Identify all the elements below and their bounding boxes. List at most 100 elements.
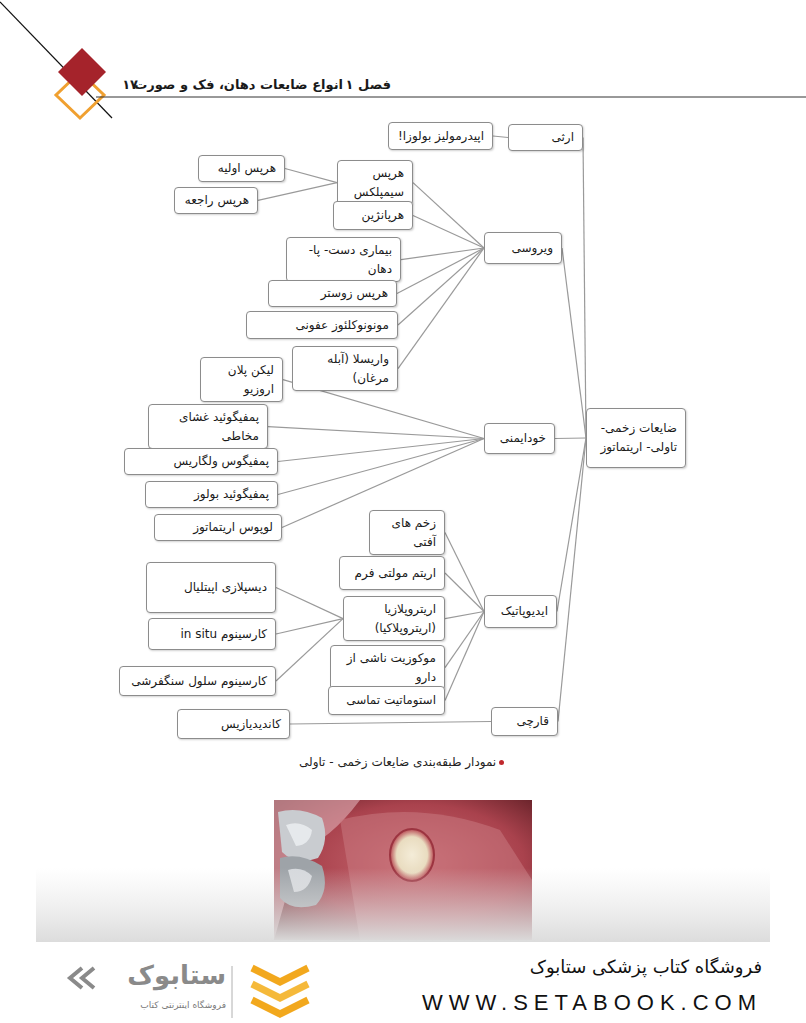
process-box: ویروسی [484, 232, 562, 264]
process-box: مونونوکلئوز عفونی [246, 311, 398, 339]
logo-chevron [82, 968, 94, 988]
node-text: قارچی [516, 712, 549, 731]
tree-connector [398, 248, 484, 325]
process-box: اریتم مولتی فرم [339, 556, 445, 590]
node-text: لیکن پلان اروزیو [209, 361, 274, 398]
tree-connector [290, 722, 491, 725]
process-box: خودایمنی [484, 423, 555, 454]
logo-chevron [252, 1000, 308, 1014]
tree-connector [493, 136, 508, 138]
oral-photo [36, 800, 770, 942]
process-box: اریتروپلازیا (اریتروپلاکیا) [343, 596, 445, 641]
node-text: پمفیگوئید غشای مخاطی [157, 408, 259, 445]
tree-connector [445, 533, 484, 612]
process-box: بیماری دست- پا- دهان [286, 237, 401, 282]
process-box: هرپس زوستر [268, 280, 397, 307]
process-box: پمفیگوئید بولوز [145, 481, 278, 508]
node-text: پمفیگوئید بولوز [194, 485, 269, 504]
tree-connector [445, 612, 484, 619]
figure-caption: نمودار طبقه‌بندی ضایعات زخمی - تاولی [299, 755, 504, 769]
node-text: موکوزیت ناشی از دارو [339, 649, 436, 686]
tree-connector [413, 216, 484, 249]
node-text: ویروسی [511, 239, 553, 258]
tree-connector [285, 169, 337, 183]
root-box: ضایعات زخمی- تاولی- اریتماتوز [586, 408, 686, 468]
process-box: هرپس اولیه [198, 155, 285, 182]
tree-connector [562, 248, 586, 438]
ornament-diamond [58, 48, 106, 96]
tree-connector [278, 439, 484, 462]
node-text: استوماتیت تماسی [346, 691, 436, 710]
process-box: دیسپلازی اپیتلیال [146, 562, 276, 613]
node-text: ایدیوپاتیک [501, 602, 548, 621]
tree-connector [445, 573, 484, 612]
node-text: کارسینوم سلول سنگفرشی [131, 672, 267, 691]
process-box: کاندیدیازیس [177, 709, 290, 739]
process-box: استوماتیت تماسی [328, 686, 445, 715]
node-text: ضایعات زخمی- تاولی- اریتماتوز [595, 419, 677, 456]
node-text: کارسینوم in situ [180, 625, 267, 644]
tree-connector [413, 183, 484, 248]
tree-connector [558, 438, 586, 722]
node-text: واریسلا (آبله مرغان) [301, 350, 389, 387]
process-box: قارچی [491, 707, 558, 736]
process-box: هرپانژین [333, 201, 413, 230]
process-box: اپیدرمولیز بولوزا! [388, 122, 493, 150]
tree-connector [445, 612, 484, 668]
chapter-number: فصل ۱ [346, 77, 391, 92]
tree-connector [268, 427, 484, 439]
tree-connector [258, 183, 337, 201]
logo-chevron [252, 968, 308, 982]
process-box: هرپس سیمپلکس [337, 160, 413, 205]
header-ornament [0, 2, 806, 118]
node-text: هرپس سیمپلکس [346, 164, 404, 201]
tooth-filling [286, 823, 312, 846]
process-box: کارسینوم in situ [148, 618, 276, 650]
shop-name: فروشگاه کتاب پزشکی ستابوک [530, 956, 762, 977]
tree-connector [398, 248, 484, 369]
process-box: واریسلا (آبله مرغان) [292, 346, 398, 391]
tree-connector [401, 248, 484, 260]
page-number: ۱۷ [122, 77, 138, 92]
logo-divider [232, 966, 233, 1018]
node-text: لوپوس اریتماتوز [193, 518, 273, 537]
process-box: ایدیوپاتیک [484, 595, 557, 628]
process-box: هرپس راجعه [174, 187, 258, 214]
process-box: پمفیگوس ولگاریس [124, 448, 278, 475]
tree-connector [276, 619, 343, 634]
process-box: زخم های آفتی [369, 510, 445, 555]
node-text: مونونوکلئوز عفونی [295, 316, 389, 335]
tree-connector [445, 612, 484, 701]
logo-text: ستابوک [127, 960, 226, 990]
logo-subtitle: فروشگاه اینترنتی کتاب [140, 1000, 226, 1010]
node-text: هرپس اولیه [218, 159, 276, 178]
node-text: هرپانژین [362, 206, 404, 225]
tree-connector [555, 437, 586, 439]
tree-connector [276, 588, 343, 619]
header-rule [96, 97, 806, 98]
logo-chevron [252, 984, 308, 998]
process-box: لوپوس اریتماتوز [154, 514, 282, 541]
chapter-title: انواع ضایعات دهان، فک و صورت [134, 77, 343, 92]
node-text: اپیدرمولیز بولوزا! [398, 127, 484, 146]
node-text: زخم های آفتی [378, 514, 436, 551]
process-box: موکوزیت ناشی از دارو [330, 645, 445, 690]
shop-url: WWW.SETABOOK.COM [422, 990, 762, 1016]
tree-connector [278, 439, 484, 495]
tooth [278, 810, 325, 861]
process-box: کارسینوم سلول سنگفرشی [119, 666, 276, 696]
ornament-line [0, 2, 112, 118]
node-text: پمفیگوس ولگاریس [174, 452, 269, 471]
node-text: اریتم مولتی فرم [355, 564, 436, 583]
node-text: ارثی [552, 128, 574, 147]
node-text: هرپس زوستر [321, 284, 388, 303]
node-text: هرپس راجعه [185, 191, 249, 210]
process-box: ارثی [508, 124, 583, 151]
fade-band [36, 868, 770, 942]
node-text: کاندیدیازیس [221, 715, 281, 734]
process-box: پمفیگوئید غشای مخاطی [148, 404, 268, 449]
node-text: خودایمنی [500, 429, 546, 448]
node-text: بیماری دست- پا- دهان [295, 241, 392, 278]
node-text: اریتروپلازیا (اریتروپلاکیا) [352, 600, 436, 637]
